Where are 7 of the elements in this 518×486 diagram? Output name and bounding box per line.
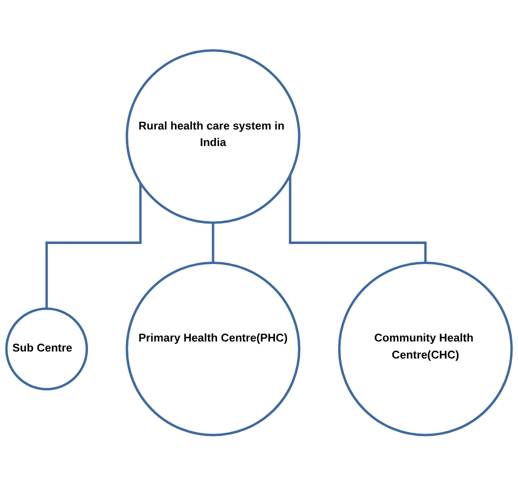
node-circle: Rural health care system in India	[126, 49, 300, 224]
node-circle: Primary Health Centre(PHC)	[126, 262, 300, 437]
node-circle: Community Health Centre(CHC)	[338, 262, 513, 437]
connector	[45, 183, 142, 310]
connector	[212, 222, 214, 264]
node-circle: Sub Centre	[5, 308, 88, 391]
connector	[288, 175, 427, 264]
